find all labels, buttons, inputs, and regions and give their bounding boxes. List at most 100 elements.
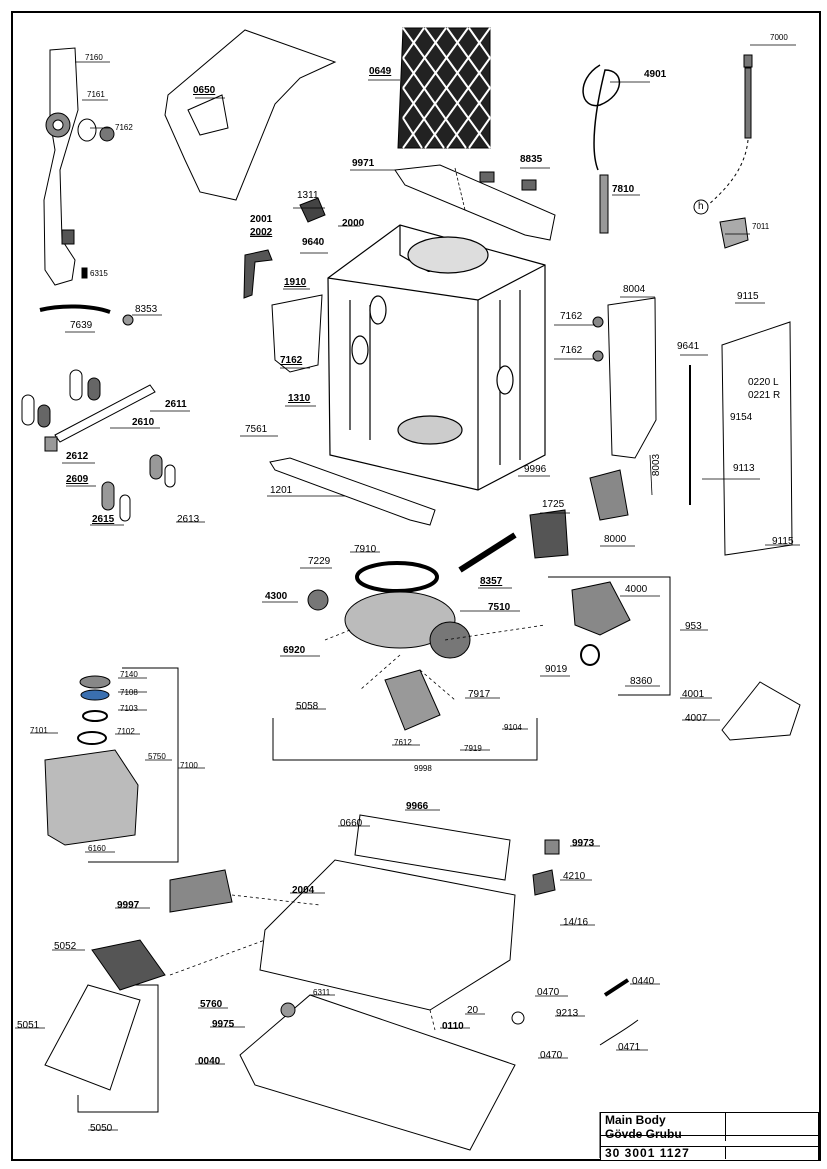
- side-wall-0220: [721, 321, 793, 556]
- callout-7103: 7103: [120, 704, 138, 713]
- part-number: 30 3001 1127: [601, 1146, 726, 1160]
- callout-0440: 0440: [632, 976, 655, 987]
- callout-5750: 5750: [148, 752, 166, 761]
- callout-2615: 2615: [92, 514, 115, 525]
- callout-0470-top: 0470: [537, 987, 560, 998]
- hose-8357: [458, 532, 517, 573]
- callout-7162-right2: 7162: [560, 345, 583, 356]
- callout-9115-top: 9115: [737, 291, 759, 302]
- callout-9019: 9019: [545, 664, 568, 675]
- valve-4210: [532, 869, 556, 896]
- callout-7510: 7510: [488, 602, 511, 613]
- callout-5051: 5051: [17, 1020, 40, 1031]
- callout-9104: 9104: [504, 723, 522, 732]
- callout-9975: 9975: [212, 1019, 235, 1030]
- rack-rail-2610: [21, 304, 176, 522]
- callout-9213: 9213: [556, 1008, 579, 1019]
- callout-7561: 7561: [245, 424, 268, 435]
- callout-14-16: 14/16: [563, 917, 589, 928]
- callout-9996: 9996: [524, 464, 547, 475]
- callout-4007: 4007: [685, 713, 708, 724]
- callout-4000: 4000: [625, 584, 648, 595]
- callout-7000: 7000: [770, 33, 788, 42]
- callout-5760: 5760: [200, 999, 223, 1010]
- title-divider-1: [601, 1135, 818, 1136]
- callout-7100: 7100: [180, 761, 198, 770]
- callout-0649: 0649: [369, 66, 392, 77]
- callout-953: 953: [685, 621, 702, 632]
- hose-7000: [693, 54, 753, 215]
- callout-0471: 0471: [618, 1042, 641, 1053]
- callout-6311: 6311: [313, 988, 331, 997]
- callout-6315: 6315: [90, 269, 108, 278]
- callout-0221: 0221 R: [748, 390, 781, 401]
- rail-1201: [269, 457, 436, 526]
- callout-1201: 1201: [270, 485, 293, 496]
- callout-2612: 2612: [66, 451, 89, 462]
- callout-6920: 6920: [283, 645, 306, 656]
- callout-7917: 7917: [468, 689, 491, 700]
- title-block: Main Body Gövde Grubu 30 3001 1127: [600, 1112, 819, 1161]
- gasket-7910: [355, 561, 439, 593]
- callout-7101: 7101: [30, 726, 48, 735]
- callout-7162-mid: 7162: [280, 355, 303, 366]
- bracket-7011: [719, 217, 749, 249]
- cable-0471: [599, 1019, 639, 1046]
- filter-0649: [397, 27, 491, 149]
- box-1725: [529, 509, 569, 559]
- callout-0470-bottom: 0470: [540, 1050, 563, 1061]
- callout-5052: 5052: [54, 941, 77, 952]
- callout-4210: 4210: [563, 871, 586, 882]
- callout-7108: 7108: [120, 688, 138, 697]
- group-lines: [77, 576, 671, 1158]
- cable-0440: [603, 978, 630, 997]
- tub-2000: [327, 224, 546, 491]
- callout-5058: 5058: [296, 701, 319, 712]
- callout-9997: 9997: [117, 900, 140, 911]
- clips-8835: [479, 171, 537, 191]
- callout-2000: 2000: [342, 218, 365, 229]
- callout-7919: 7919: [464, 744, 482, 753]
- switch-9973: [544, 839, 560, 855]
- callout-4300: 4300: [265, 591, 288, 602]
- bracket-2001: [243, 249, 273, 299]
- washer-7162c: [592, 350, 604, 362]
- title-divider-2: [601, 1146, 818, 1147]
- callout-2001: 2001: [250, 214, 273, 225]
- callout-7910: 7910: [354, 544, 377, 555]
- callout-7639: 7639: [70, 320, 93, 331]
- callout-0110: 0110: [442, 1021, 464, 1032]
- callout-2609: 2609: [66, 474, 89, 485]
- ring-9019: [580, 644, 600, 666]
- callout-4901: 4901: [644, 69, 667, 80]
- base-4007: [721, 681, 801, 741]
- callout-1310: 1310: [288, 393, 311, 404]
- base-frame-2004: [169, 814, 516, 1151]
- sump-7510: [307, 589, 471, 731]
- callout-7229: 7229: [308, 556, 331, 567]
- callout-9998: 9998: [414, 764, 432, 773]
- callout-7161: 7161: [87, 90, 105, 99]
- callout-7162: 7162: [115, 123, 133, 132]
- callout-7011: 7011: [752, 222, 770, 231]
- panel-5052: [91, 939, 166, 991]
- callout-0220: 0220 L: [748, 377, 779, 388]
- leader-lines: [15, 44, 800, 1131]
- callout-9971: 9971: [352, 158, 375, 169]
- callout-8360: 8360: [630, 676, 653, 687]
- callout-5050: 5050: [90, 1123, 113, 1134]
- dashed-connectors: [169, 624, 546, 1031]
- callout-7102: 7102: [117, 727, 135, 736]
- callout-6160: 6160: [88, 844, 106, 853]
- callout-0660: 0660: [340, 818, 363, 829]
- callout-8357: 8357: [480, 576, 503, 587]
- side-panel-1910: [271, 294, 323, 373]
- lock-1311: [299, 197, 326, 223]
- callout-8353: 8353: [135, 304, 158, 315]
- sheet-border: [11, 11, 821, 1161]
- callout-9113: 9113: [733, 463, 755, 474]
- top-cover-0650: [164, 29, 337, 201]
- callout-20: 20: [467, 1005, 479, 1016]
- callout-9640: 9640: [302, 237, 325, 248]
